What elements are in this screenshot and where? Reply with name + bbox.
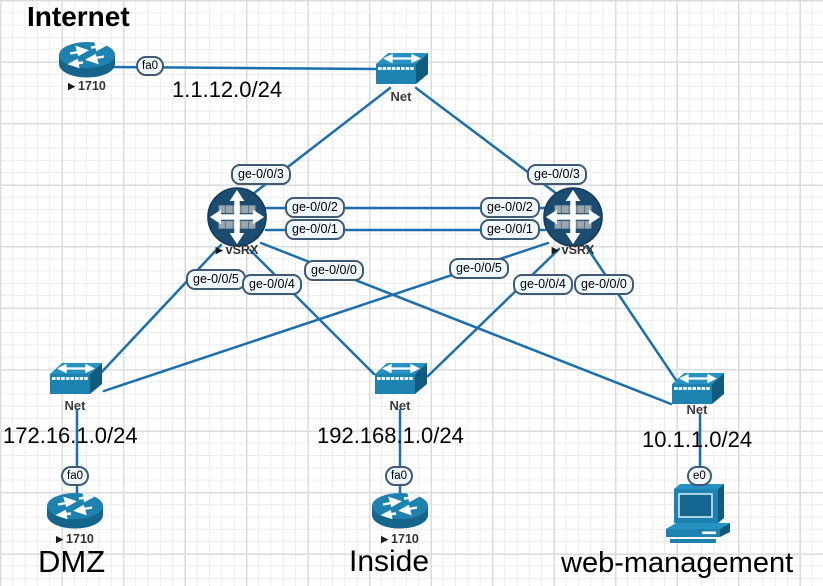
net-mgmt-node[interactable] <box>668 370 726 415</box>
device-label: 1710 <box>78 79 106 93</box>
net-inside-label[interactable]: Net <box>389 398 411 413</box>
interface-pill-mgmt-e0[interactable]: e0 <box>687 466 712 486</box>
interface-pill-vsrx-left-ge1[interactable]: ge-0/0/1 <box>285 219 345 240</box>
device-label: 1710 <box>66 532 94 546</box>
status-triangle-icon: ▶ <box>381 533 389 544</box>
net-mgmt-label[interactable]: Net <box>686 402 708 417</box>
status-triangle-icon: ▶ <box>68 80 76 91</box>
net-top-node[interactable] <box>372 50 430 95</box>
link-vsrx-right-to-net-inside[interactable] <box>426 247 561 378</box>
device-label: vSRX <box>561 243 595 257</box>
vsrx-left-label[interactable]: ▶vSRX <box>206 243 268 257</box>
internet-router-label[interactable]: ▶1710 <box>56 79 118 93</box>
status-triangle-icon: ▶ <box>215 244 223 255</box>
dmz-router-label[interactable]: ▶1710 <box>44 532 106 546</box>
interface-pill-vsrx-left-ge0[interactable]: ge-0/0/0 <box>304 260 364 281</box>
device-label: 1710 <box>391 532 419 546</box>
vsrx-icon <box>207 187 267 247</box>
link-vsrx-right-to-net-mgmt[interactable] <box>584 244 680 385</box>
interface-pill-vsrx-right-ge3[interactable]: ge-0/0/3 <box>527 164 587 185</box>
device-label: vSRX <box>225 243 259 257</box>
vsrx-right-node[interactable] <box>542 186 604 253</box>
switch-icon <box>672 373 724 404</box>
interface-pill-vsrx-right-ge1[interactable]: ge-0/0/1 <box>480 219 540 240</box>
interface-pill-vsrx-right-ge4[interactable]: ge-0/0/4 <box>513 274 573 295</box>
subnet-label-management[interactable]: 10.1.1.0/24 <box>642 427 753 452</box>
interface-pill-vsrx-left-ge3[interactable]: ge-0/0/3 <box>231 164 291 185</box>
link-vsrx-left-to-net-inside[interactable] <box>248 248 376 376</box>
status-triangle-icon: ▶ <box>56 533 64 544</box>
interface-pill-inside-fa0[interactable]: fa0 <box>385 466 413 486</box>
switch-icon <box>376 53 428 84</box>
mgmt-pc-node[interactable] <box>660 482 734 549</box>
interface-pill-vsrx-left-ge2[interactable]: ge-0/0/2 <box>285 197 345 218</box>
interface-pill-vsrx-left-ge4[interactable]: ge-0/0/4 <box>242 274 302 295</box>
vsrx-left-node[interactable] <box>206 186 268 253</box>
router-icon <box>372 492 428 529</box>
zone-label-dmz[interactable]: DMZ <box>38 544 106 579</box>
interface-pill-vsrx-right-ge5[interactable]: ge-0/0/5 <box>449 258 509 279</box>
computer-icon <box>666 484 730 543</box>
net-dmz-label[interactable]: Net <box>64 398 86 413</box>
interface-pill-vsrx-right-ge2[interactable]: ge-0/0/2 <box>480 197 540 218</box>
subnet-label-dmz[interactable]: 172.16.1.0/24 <box>3 423 138 448</box>
vsrx-right-label[interactable]: ▶vSRX <box>542 243 604 257</box>
vsrx-icon <box>543 187 603 247</box>
zone-label-inside[interactable]: Inside <box>349 545 430 578</box>
interface-pill-dmz-fa0[interactable]: fa0 <box>61 466 89 486</box>
net-top-label[interactable]: Net <box>390 89 412 104</box>
router-icon <box>47 492 103 529</box>
subnet-label-internet[interactable]: 1.1.12.0/24 <box>172 77 283 102</box>
dmz-router-node[interactable] <box>44 487 106 538</box>
internet-router-node[interactable] <box>56 36 118 87</box>
inside-router-node[interactable] <box>369 487 431 538</box>
link-vsrx-left-to-net-dmz[interactable] <box>96 243 223 378</box>
interface-pill-vsrx-right-ge0[interactable]: ge-0/0/0 <box>574 274 634 295</box>
interface-pill-vsrx-left-ge5[interactable]: ge-0/0/5 <box>186 269 246 290</box>
net-dmz-node[interactable] <box>46 360 104 405</box>
interface-pill-internet-fa0[interactable]: fa0 <box>136 56 164 76</box>
subnet-label-inside[interactable]: 192.168.1.0/24 <box>317 423 464 448</box>
switch-icon <box>50 363 102 394</box>
inside-router-label[interactable]: ▶1710 <box>369 532 431 546</box>
router-icon <box>59 41 115 78</box>
zone-label-internet[interactable]: Internet <box>27 1 130 32</box>
switch-icon <box>375 363 427 394</box>
status-triangle-icon: ▶ <box>551 244 559 255</box>
net-inside-node[interactable] <box>371 360 429 405</box>
zone-label-web-management[interactable]: web-management <box>561 547 794 579</box>
